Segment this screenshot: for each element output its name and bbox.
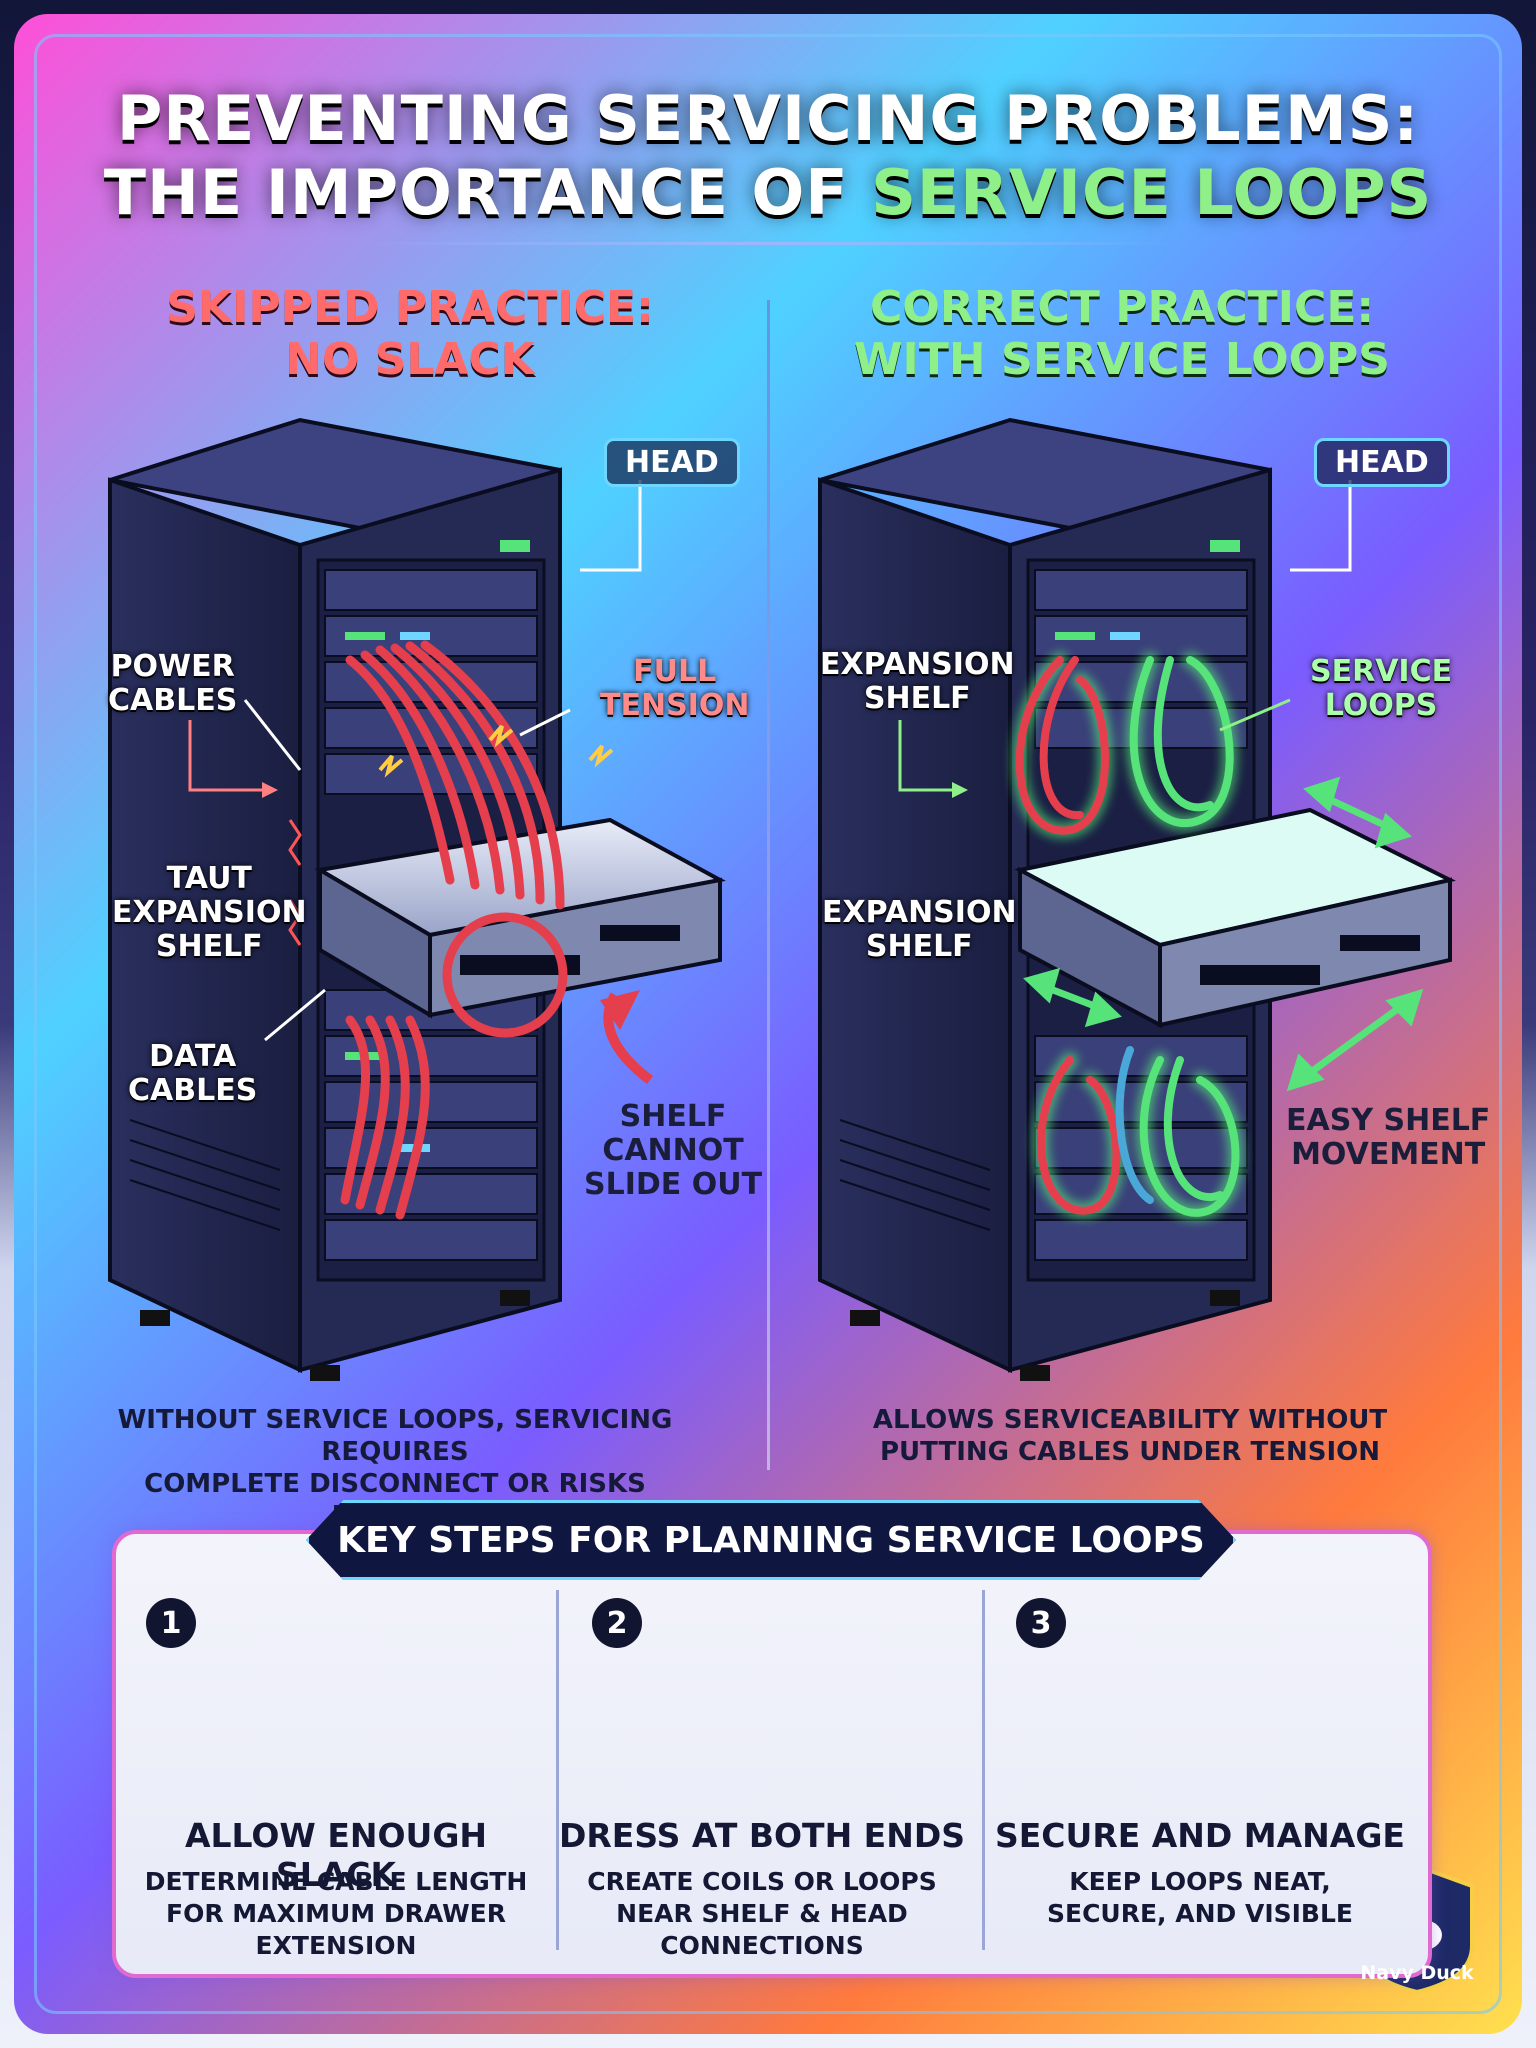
column-divider <box>767 300 770 1470</box>
expansion-shelf-top-label: EXPANSION SHELF <box>820 648 1015 716</box>
right-caption: ALLOWS SERVICEABILITY WITHOUT PUTTING CA… <box>820 1404 1440 1468</box>
cannot-slide-line3: SLIDE OUT <box>584 1167 763 1202</box>
right-caption-line1: ALLOWS SERVICEABILITY WITHOUT <box>872 1405 1388 1435</box>
expansion-shelf-mid-line1: EXPANSION <box>822 895 1017 930</box>
left-caption-line1: WITHOUT SERVICE LOOPS, SERVICING REQUIRE… <box>117 1405 673 1467</box>
title-underline <box>360 242 1176 245</box>
data-cables-line1: DATA <box>149 1039 237 1074</box>
step-3-title: SECURE AND MANAGE <box>995 1816 1405 1855</box>
left-heading-line2: NO SLACK <box>285 334 535 385</box>
data-cables-label: DATA CABLES <box>128 1040 257 1108</box>
step-divider-1 <box>556 1590 559 1950</box>
service-loops-line1: SERVICE <box>1310 654 1453 689</box>
cannot-slide-label: SHELF CANNOT SLIDE OUT <box>584 1100 762 1202</box>
expansion-shelf-top-line1: EXPANSION <box>820 647 1015 682</box>
title-line2-prefix: THE IMPORTANCE OF <box>103 156 849 229</box>
step-2-title: DRESS AT BOTH ENDS <box>558 1816 965 1855</box>
taut-shelf-line2: EXPANSION <box>112 895 307 930</box>
data-cables-line2: CABLES <box>128 1073 258 1108</box>
right-rack <box>818 417 1456 1381</box>
step-divider-2 <box>982 1590 985 1950</box>
right-head-label: HEAD <box>1314 438 1450 487</box>
left-head-label: HEAD <box>604 438 740 487</box>
title-line1: PREVENTING SERVICING PROBLEMS: <box>116 82 1420 155</box>
easy-movement-label: EASY SHELF MOVEMENT <box>1286 1104 1490 1172</box>
step-1-description: DETERMINE CABLE LENGTH FOR MAXIMUM DRAWE… <box>126 1866 546 1962</box>
step-1-desc-line3: EXTENSION <box>255 1931 417 1960</box>
left-caption: WITHOUT SERVICE LOOPS, SERVICING REQUIRE… <box>85 1404 705 1532</box>
step-1-title: ALLOW ENOUGH SLACK <box>184 1816 488 1894</box>
right-heading-line1: CORRECT PRACTICE: <box>870 282 1374 333</box>
step-1-desc-line2: FOR MAXIMUM DRAWER <box>166 1899 506 1928</box>
easy-movement-line1: EASY SHELF <box>1286 1103 1491 1138</box>
step-2-desc-line1: CREATE COILS OR LOOPS <box>587 1867 937 1896</box>
full-tension-line1: FULL <box>633 654 717 689</box>
power-cables-label: POWER CABLES <box>108 650 237 718</box>
key-steps-banner: KEY STEPS FOR PLANNING SERVICE LOOPS <box>306 1500 1236 1580</box>
step-2-description: CREATE COILS OR LOOPS NEAR SHELF & HEAD … <box>552 1866 972 1962</box>
left-heading: SKIPPED PRACTICE: NO SLACK <box>130 282 690 386</box>
step-2-desc-line2: NEAR SHELF & HEAD <box>616 1899 908 1928</box>
right-heading-line2: WITH SERVICE LOOPS <box>854 334 1390 385</box>
easy-movement-line2: MOVEMENT <box>1291 1137 1486 1172</box>
inner-frame <box>34 34 1502 2014</box>
title-accent: SERVICE LOOPS <box>871 156 1433 229</box>
step-3-desc-line1: KEEP LOOPS NEAT, <box>1069 1867 1331 1896</box>
step-2-desc-line3: CONNECTIONS <box>660 1931 864 1960</box>
title-line2: THE IMPORTANCE OF SERVICE LOOPS <box>0 156 1536 230</box>
right-heading: CORRECT PRACTICE: WITH SERVICE LOOPS <box>842 282 1402 386</box>
right-caption-line2: PUTTING CABLES UNDER TENSION <box>880 1437 1380 1467</box>
expansion-shelf-top-line2: SHELF <box>863 681 971 716</box>
taut-shelf-line3: SHELF <box>155 929 263 964</box>
service-loops-line2: LOOPS <box>1324 688 1438 723</box>
navy-duck-badge-text: Navy Duck <box>1360 1962 1474 1984</box>
page-title: PREVENTING SERVICING PROBLEMS: THE IMPOR… <box>0 82 1536 230</box>
step-3-number: 3 <box>1016 1598 1066 1648</box>
full-tension-label: FULL TENSION <box>600 655 749 723</box>
taut-shelf-line1: TAUT <box>166 861 252 896</box>
expansion-shelf-mid-label: EXPANSION SHELF <box>822 896 1017 964</box>
step-2-number: 2 <box>592 1598 642 1648</box>
step-3-desc-line2: SECURE, AND VISIBLE <box>1046 1899 1353 1928</box>
taut-shelf-label: TAUT EXPANSION SHELF <box>112 862 307 964</box>
full-tension-line2: TENSION <box>600 688 750 723</box>
power-cables-line1: POWER <box>110 649 235 684</box>
step-3-description: KEEP LOOPS NEAT, SECURE, AND VISIBLE <box>990 1866 1410 1930</box>
left-heading-line1: SKIPPED PRACTICE: <box>166 282 654 333</box>
expansion-shelf-mid-line2: SHELF <box>865 929 973 964</box>
cannot-slide-line1: SHELF <box>619 1099 727 1134</box>
step-1-number: 1 <box>146 1598 196 1648</box>
cannot-slide-line2: CANNOT <box>602 1133 744 1168</box>
power-cables-line2: CABLES <box>108 683 238 718</box>
service-loops-label: SERVICE LOOPS <box>1310 655 1452 723</box>
step-1-desc-line1: DETERMINE CABLE LENGTH <box>144 1867 528 1896</box>
key-steps-panel <box>112 1530 1432 1978</box>
left-rack <box>108 417 726 1381</box>
